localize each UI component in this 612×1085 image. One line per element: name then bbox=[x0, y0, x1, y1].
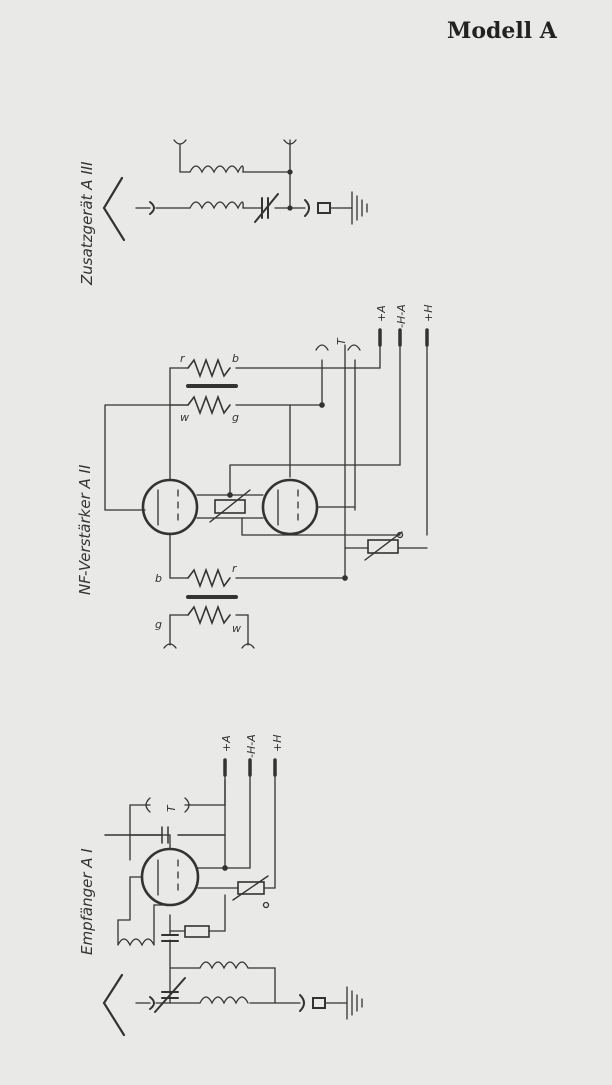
receiver-antenna-symbol bbox=[102, 973, 126, 1037]
addon-title: Zusatzgerät A III bbox=[78, 161, 96, 286]
label-g-bottom: g bbox=[155, 618, 162, 631]
tube-2 bbox=[261, 478, 319, 536]
page-title: Modell A bbox=[447, 18, 557, 44]
label-b: b bbox=[232, 352, 239, 365]
amp-phone-label: T bbox=[335, 337, 348, 345]
rcv-terminal-minus-h-a: -H-A bbox=[245, 734, 258, 758]
receiver-variable-capacitor bbox=[154, 977, 186, 1013]
coil-lower bbox=[189, 165, 244, 174]
tube-1 bbox=[141, 478, 199, 536]
amp-terminal-plus-a: +A bbox=[375, 305, 388, 322]
receiver-coil-upper bbox=[199, 961, 249, 970]
rcv-terminal-plus-a: +A bbox=[220, 735, 233, 752]
receiver-grid-resistor bbox=[184, 925, 210, 938]
receiver-ground-symbol bbox=[339, 986, 363, 1020]
transformer-bottom-coil-2 bbox=[187, 604, 231, 626]
amplifier-title: NF-Verstärker A II bbox=[76, 464, 94, 595]
transformer-bottom-coil-1 bbox=[187, 567, 231, 589]
label-b-bottom: b bbox=[155, 572, 162, 585]
antenna-symbol bbox=[102, 176, 126, 242]
transformer-top-coil-1 bbox=[187, 357, 231, 379]
receiver-terminals: +A -H-A +H bbox=[220, 734, 284, 777]
potentiometer-right bbox=[367, 539, 399, 554]
label-w-bottom: w bbox=[232, 622, 241, 635]
amp-terminal-minus-h-a: -H-A bbox=[395, 304, 408, 328]
ground-symbol bbox=[344, 191, 368, 225]
receiver-title: Empfänger A I bbox=[78, 848, 96, 955]
potentiometer-tubes bbox=[214, 499, 246, 514]
label-g: g bbox=[232, 411, 239, 424]
coil-upper bbox=[189, 201, 244, 210]
receiver-coil-label: T bbox=[165, 804, 178, 812]
label-w: w bbox=[180, 411, 189, 424]
transformer-top-coil-2 bbox=[187, 394, 231, 416]
rcv-terminal-plus-h: +H bbox=[271, 735, 284, 753]
receiver-tube bbox=[140, 847, 200, 907]
label-r-bottom: r bbox=[232, 562, 238, 575]
receiver-coil-lower bbox=[199, 996, 249, 1005]
amplifier-terminals: +A -H-A +H T bbox=[335, 304, 435, 347]
label-r: r bbox=[180, 352, 186, 365]
variable-capacitor bbox=[254, 193, 279, 223]
receiver-circuit: Empfänger A I bbox=[78, 734, 363, 1037]
amp-terminal-plus-h: +H bbox=[422, 305, 435, 323]
addon-circuit: Zusatzgerät A III bbox=[78, 139, 368, 286]
amplifier-circuit: NF-Verstärker A II r b w g bbox=[76, 304, 435, 649]
